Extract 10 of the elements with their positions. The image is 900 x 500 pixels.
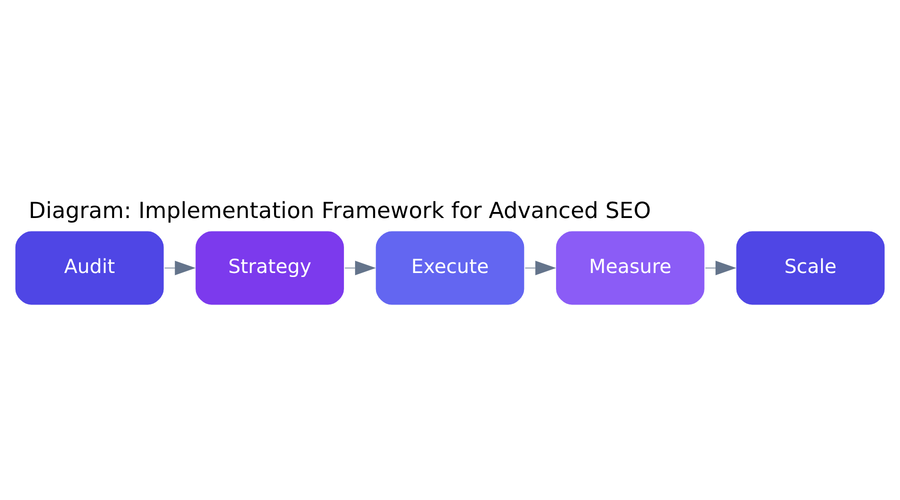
arrow <box>344 260 376 276</box>
node-box: Measure <box>554 230 706 306</box>
diagram-title: Diagram: Implementation Framework for Advanced SEO <box>28 198 651 224</box>
node-box: Execute <box>374 230 526 306</box>
arrow <box>164 260 196 276</box>
node-box: Scale <box>734 230 886 306</box>
node-box: Strategy <box>194 230 346 306</box>
arrow <box>524 260 556 276</box>
node-box: Audit <box>14 230 166 306</box>
arrow <box>704 260 736 276</box>
